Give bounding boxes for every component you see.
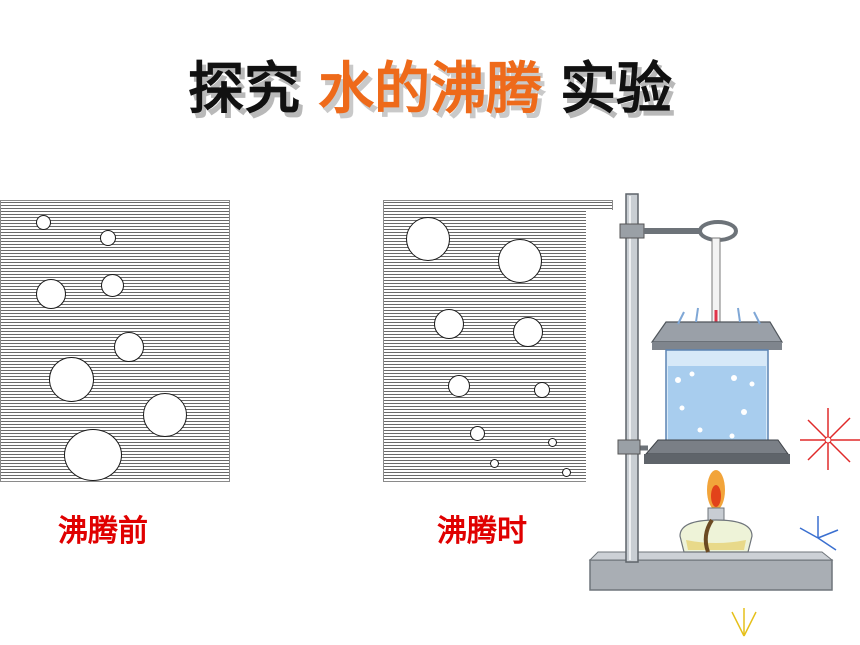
bubble <box>534 382 550 398</box>
water-bubble <box>675 377 681 383</box>
bubble <box>490 459 499 468</box>
ring-clamp-boss <box>617 439 641 455</box>
bubble <box>49 357 94 402</box>
beaker-water <box>668 366 766 448</box>
water-bubble <box>731 375 737 381</box>
yellow-sparkle-icon <box>731 608 757 637</box>
title-part-explore: 探究 <box>188 57 300 122</box>
caption-during-boiling: 沸腾时 <box>437 514 527 549</box>
bubble <box>470 426 485 441</box>
caption-before-boiling: 沸腾前 <box>58 514 148 549</box>
water-bubble <box>749 381 755 387</box>
bubble <box>562 468 571 477</box>
wire-gauze-edge <box>644 454 790 464</box>
water-bubble <box>679 405 685 411</box>
bubble <box>513 317 543 347</box>
water-during-boiling-panel <box>383 200 613 482</box>
steam-line <box>753 311 761 325</box>
stand-base-top <box>588 551 834 561</box>
bubble <box>114 332 144 362</box>
alcohol-liquid <box>686 540 746 550</box>
stand-rod <box>625 193 639 563</box>
bubble <box>36 215 51 230</box>
upper-clamp-boss <box>619 223 645 239</box>
water-before-boiling-panel <box>0 200 230 482</box>
bubble <box>100 230 116 246</box>
lamp-wick <box>703 518 714 553</box>
slide-title: 探究水的沸腾实验 <box>0 62 860 118</box>
water-bubble <box>697 427 703 433</box>
flame-inner <box>711 485 721 507</box>
bubble <box>548 438 557 447</box>
bubble <box>143 393 187 437</box>
bubble <box>101 274 124 297</box>
stand-base <box>589 559 833 591</box>
bubble <box>498 239 542 283</box>
title-part-experiment: 实验 <box>560 57 672 122</box>
steam-line <box>695 307 699 323</box>
title-highlight: 水的沸腾 <box>318 57 542 122</box>
steam-line <box>677 311 685 325</box>
water-bubble <box>689 371 695 377</box>
boiling-apparatus-illustration <box>586 193 860 637</box>
bubble <box>64 429 122 481</box>
water-bubble <box>729 433 735 439</box>
water-bubble <box>741 409 747 415</box>
bubble <box>36 279 66 309</box>
bubble <box>434 309 464 339</box>
wire-gauze <box>644 439 789 455</box>
beaker-lid-edge <box>652 342 782 350</box>
steam-line <box>737 307 741 323</box>
beaker-lid <box>650 321 784 343</box>
bubble <box>406 217 450 261</box>
red-sparkle-icon <box>800 408 860 470</box>
bubble <box>448 375 470 397</box>
blue-sparkle-icon <box>799 516 839 551</box>
